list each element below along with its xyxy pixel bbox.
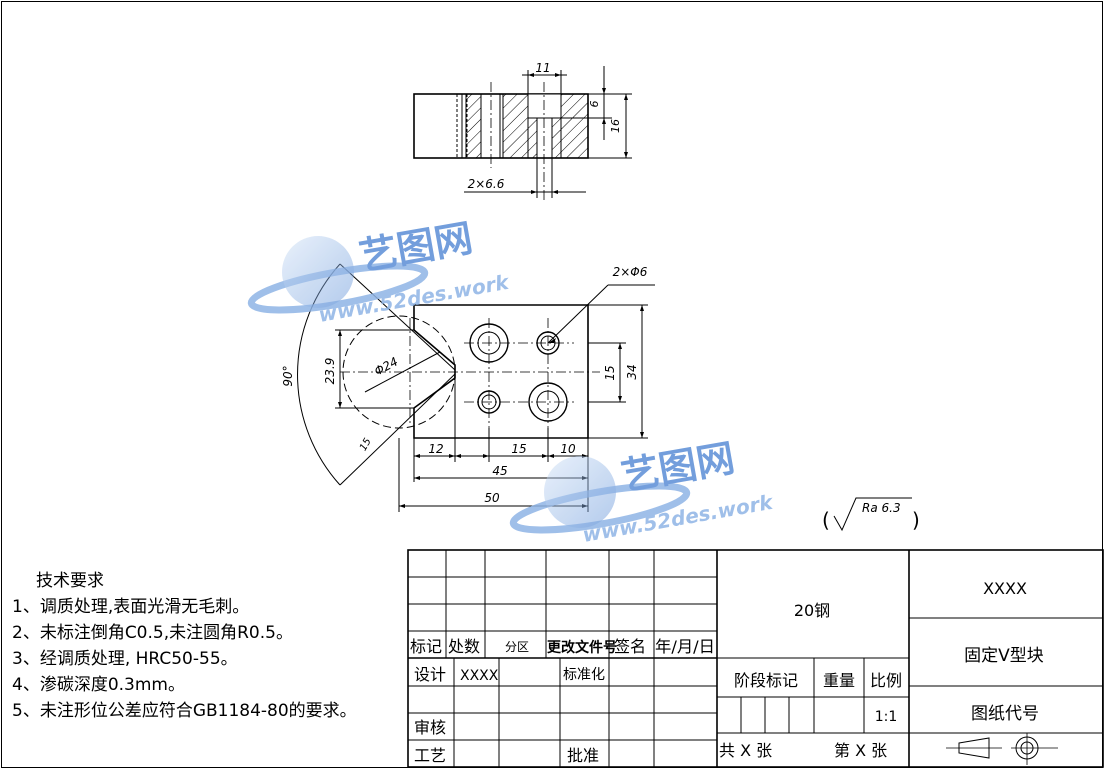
tb-sheet-number: 第 X 张 [834, 741, 887, 760]
tb-stage-mark-label: 阶段标记 [734, 671, 798, 690]
tb-review-label: 审核 [414, 718, 446, 737]
dim-10: 10 [560, 442, 576, 456]
tb-design-label: 设计 [414, 665, 446, 684]
dim-50: 50 [484, 491, 500, 505]
roughness-symbol: ( Ra 6.3 ) [822, 497, 920, 532]
tb-company: XXXX [983, 579, 1027, 598]
tb-scale-label: 比例 [870, 671, 902, 690]
dim-23-9: 23.9 [323, 358, 337, 385]
projection-symbol [946, 733, 1058, 765]
dim-top-width: 11 [535, 61, 550, 75]
dim-angle-90: 90° [281, 365, 295, 386]
tech-item: 3、经调质处理, HRC50-55。 [12, 649, 238, 669]
dim-top-holes: 2×6.6 [468, 177, 505, 191]
dim-holes-phi6: 2×Φ6 [613, 265, 648, 279]
tb-scale-value: 1:1 [875, 709, 898, 725]
dim-15-small: 15 [358, 436, 374, 453]
tb-marks-label: 标记 [410, 637, 442, 656]
tech-item: 5、未注形位公差应符合GB1184-80的要求。 [12, 701, 357, 721]
tb-weight-label: 重量 [823, 671, 855, 690]
roughness-open-paren: ( [822, 508, 830, 532]
tech-item: 4、渗碳深度0.3mm。 [12, 675, 185, 695]
tb-date-label: 年/月/日 [655, 637, 715, 656]
dim-12: 12 [428, 442, 443, 456]
dim-15-horizontal: 15 [511, 442, 526, 456]
tb-sheets-total: 共 X 张 [719, 741, 772, 760]
tech-item: 1、调质处理,表面光滑无毛刺。 [12, 597, 250, 617]
tb-designer-value: XXXX [460, 668, 499, 684]
tech-title: 技术要求 [36, 571, 104, 591]
watermark-name: 艺图网 [356, 216, 476, 279]
top-view [413, 66, 632, 200]
tb-standardize-label: 标准化 [563, 667, 605, 683]
dim-phi24: Φ24 [372, 354, 400, 378]
tb-zone-label: 分区 [505, 640, 529, 654]
tb-change-doc-label: 更改文件号 [547, 639, 617, 656]
tb-count-label: 处数 [448, 637, 480, 656]
tb-signature-label: 签名 [614, 637, 646, 656]
technical-requirements: 技术要求 1、调质处理,表面光滑无毛刺。 2、未标注倒角C0.5,未注圆角R0.… [12, 568, 357, 724]
tb-approve-label: 批准 [567, 746, 599, 765]
dim-34: 34 [625, 364, 639, 379]
title-block-grid [407, 549, 1104, 768]
watermark-name: 艺图网 [618, 436, 738, 499]
dim-45: 45 [492, 464, 507, 478]
dim-top-height: 16 [609, 119, 622, 133]
roughness-close-paren: ) [912, 508, 920, 532]
tech-item: 2、未标注倒角C0.5,未注圆角R0.5。 [12, 623, 293, 643]
dim-top-depth: 6 [588, 101, 601, 108]
watermark-1: 艺图网 www.52des.work [247, 216, 512, 327]
tb-material: 20钢 [794, 601, 830, 620]
dim-15-vertical: 15 [603, 365, 617, 380]
watermark-2: 艺图网 www.52des.work [509, 436, 776, 547]
tb-drawing-code: 图纸代号 [971, 704, 1039, 724]
tb-process-label: 工艺 [414, 746, 446, 765]
tb-part-name: 固定V型块 [964, 646, 1044, 666]
roughness-value: Ra 6.3 [862, 501, 901, 515]
